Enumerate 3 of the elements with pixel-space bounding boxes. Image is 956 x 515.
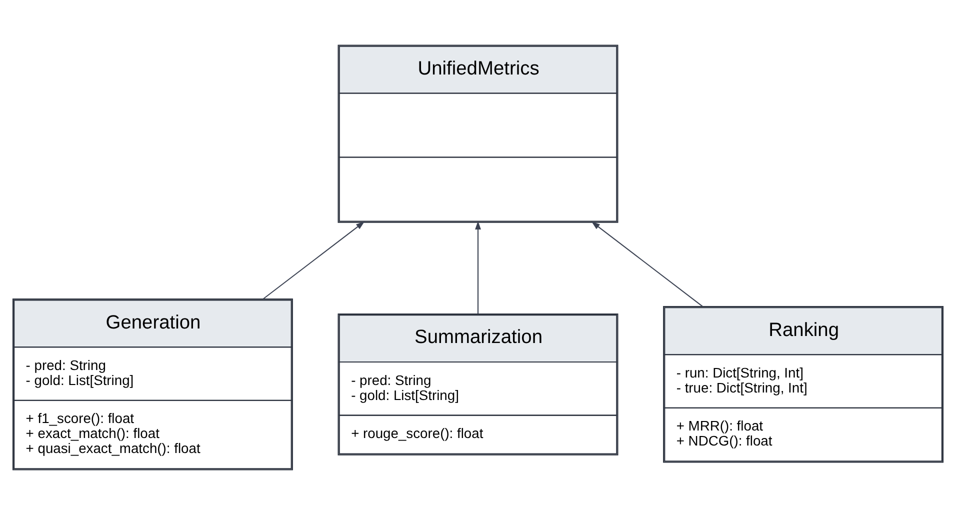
arrow <box>591 222 703 307</box>
arrow <box>262 222 365 300</box>
arrow <box>475 220 481 314</box>
